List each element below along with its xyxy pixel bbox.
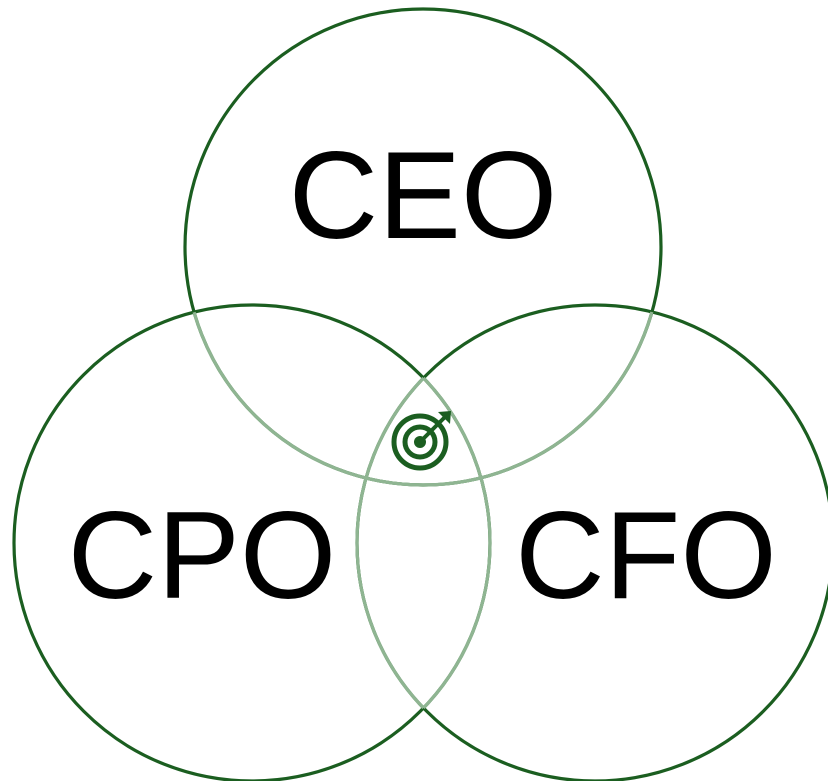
- circle-cpo-overlap-arc: [357, 305, 492, 781]
- label-cfo: CFO: [515, 487, 777, 625]
- label-ceo: CEO: [289, 127, 558, 265]
- label-cpo: CPO: [68, 487, 337, 625]
- circle-cfo-overlap-arc: [355, 305, 490, 781]
- circle-ceo-overlap-arc-right: [357, 305, 663, 487]
- target-bullseye-with-arrow-icon: [391, 411, 451, 471]
